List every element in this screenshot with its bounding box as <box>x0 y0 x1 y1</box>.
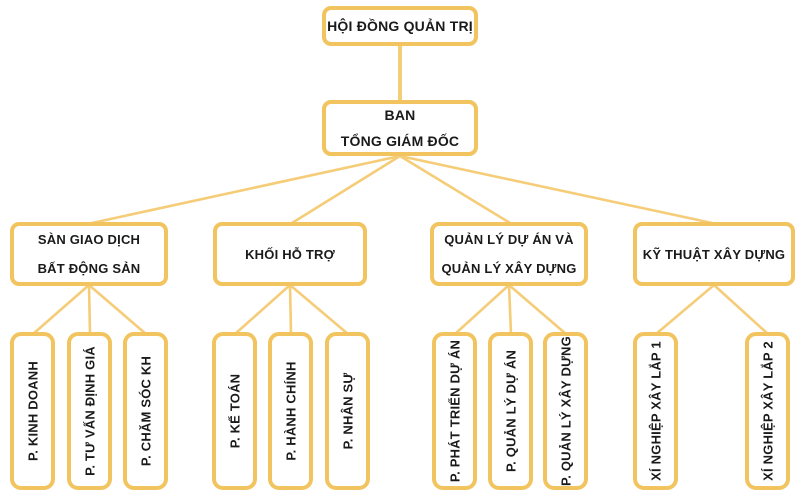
dept-label: P. KINH DOANH <box>25 361 40 461</box>
org-node-dept-phat-trien-du-an: P. PHÁT TRIỂN DỰ ÁN <box>432 332 477 490</box>
org-node-executive: BAN TỔNG GIÁM ĐỐC <box>322 100 478 156</box>
org-node-dept-quan-ly-xay-dung: P. QUẢN LÝ XÂY DỰNG <box>543 332 588 490</box>
dept-label: P. QUẢN LÝ XÂY DỰNG <box>558 336 573 486</box>
dept-label: P. QUẢN LÝ DỰ ÁN <box>503 349 518 473</box>
dept-label: XÍ NGHIỆP XÂY LẮP 1 <box>648 341 663 481</box>
dept-label: P. CHĂM SÓC KH <box>138 355 153 467</box>
org-node-division-project-management: QUẢN LÝ DỰ ÁN VÀ QUẢN LÝ XÂY DỰNG <box>430 222 588 286</box>
dept-label: P. NHÂN SỰ <box>340 372 355 450</box>
division-label-line2: QUẢN LÝ XÂY DỰNG <box>441 261 577 276</box>
org-node-division-real-estate: SÀN GIAO DỊCH BẤT ĐỘNG SẢN <box>10 222 168 286</box>
dept-label: P. HÀNH CHÍNH <box>283 361 298 461</box>
dept-label: XÍ NGHIỆP XÂY LẮP 2 <box>760 341 775 481</box>
org-node-dept-quan-ly-du-an: P. QUẢN LÝ DỰ ÁN <box>488 332 533 490</box>
division-label-line2: BẤT ĐỘNG SẢN <box>37 261 141 276</box>
org-node-dept-kinh-doanh: P. KINH DOANH <box>10 332 55 490</box>
org-node-division-construction-engineering: KỸ THUẬT XÂY DỰNG <box>633 222 795 286</box>
org-node-dept-xi-nghiep-xay-lap-2: XÍ NGHIỆP XÂY LẮP 2 <box>745 332 790 490</box>
org-node-board: HỘI ĐỒNG QUẢN TRỊ <box>322 6 478 46</box>
org-node-division-support: KHỐI HỖ TRỢ <box>213 222 367 286</box>
division-label-line1: QUẢN LÝ DỰ ÁN VÀ <box>444 232 574 247</box>
division-label-line1: KỸ THUẬT XÂY DỰNG <box>642 246 786 262</box>
org-node-executive-label-line1: BAN <box>384 107 416 123</box>
dept-label: P. KẾ TOÁN <box>227 373 242 449</box>
org-node-executive-label-line2: TỔNG GIÁM ĐỐC <box>340 133 460 149</box>
division-label-line1: SÀN GIAO DỊCH <box>37 232 141 247</box>
org-node-dept-nhan-su: P. NHÂN SỰ <box>325 332 370 490</box>
dept-label: P. TƯ VẤN ĐỊNH GIÁ <box>82 346 97 476</box>
org-node-dept-xi-nghiep-xay-lap-1: XÍ NGHIỆP XÂY LẮP 1 <box>633 332 678 490</box>
org-node-dept-cham-soc-kh: P. CHĂM SÓC KH <box>123 332 168 490</box>
org-node-dept-tu-van-dinh-gia: P. TƯ VẤN ĐỊNH GIÁ <box>67 332 112 490</box>
dept-label: P. PHÁT TRIỂN DỰ ÁN <box>447 339 462 483</box>
org-node-board-label: HỘI ĐỒNG QUẢN TRỊ <box>327 18 473 34</box>
org-node-dept-hanh-chinh: P. HÀNH CHÍNH <box>268 332 313 490</box>
org-node-dept-ke-toan: P. KẾ TOÁN <box>212 332 257 490</box>
division-label-line1: KHỐI HỖ TRỢ <box>245 246 335 262</box>
